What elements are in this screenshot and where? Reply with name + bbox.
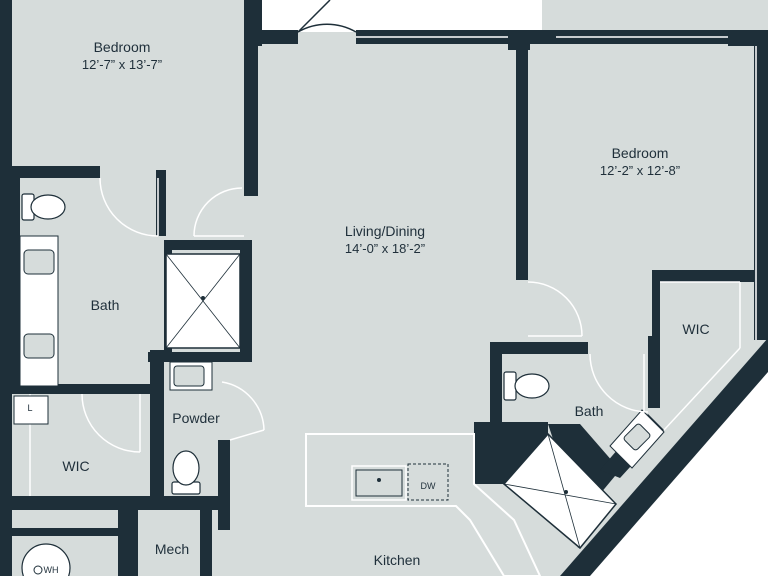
shower-2 [502, 432, 618, 550]
room-label-bedroom-2: Bedroom 12’-2” x 12’-8” [600, 144, 680, 180]
water-heater [21, 543, 71, 576]
toilet-icon [171, 450, 201, 495]
room-dimensions: 14’-0” x 18’-2” [344, 241, 426, 256]
room-label-powder: Powder [172, 409, 219, 427]
room-name: WIC [62, 458, 90, 474]
room-name: Bedroom [611, 145, 669, 161]
room-name: Kitchen [373, 552, 421, 568]
room-name: Bath [90, 297, 120, 313]
shower-1 [165, 253, 241, 349]
vanity-bath-1 [19, 235, 59, 387]
room-label-mech: Mech [155, 540, 189, 558]
laundry-box [13, 395, 49, 425]
room-dimensions: 12’-7” x 13’-7” [81, 57, 163, 72]
room-name: Bath [574, 403, 604, 419]
room-label-kitchen: Kitchen [374, 551, 421, 569]
room-label-living: Living/Dining 14’-0” x 18’-2” [345, 222, 425, 258]
room-name: Powder [172, 410, 220, 426]
room-name: WIC [682, 321, 710, 337]
room-name: Bedroom [93, 39, 151, 55]
toilet-icon [503, 371, 550, 401]
room-dimensions: 12’-2” x 12’-8” [599, 163, 681, 178]
toilet-icon [21, 193, 66, 221]
water-heater-label: WH [43, 565, 59, 575]
room-label-bath-1: Bath [91, 296, 120, 314]
door-swings [81, 0, 649, 453]
kitchen-counter [305, 433, 542, 576]
laundry-label: L [27, 403, 33, 413]
dishwasher-label: DW [420, 481, 436, 491]
room-label-wic-1: WIC [62, 457, 89, 475]
room-name: Mech [154, 541, 190, 557]
room-label-bath-2: Bath [575, 402, 604, 420]
windows [356, 36, 757, 340]
vanity-bath-2 [609, 409, 665, 469]
room-label-wic-2: WIC [682, 320, 709, 338]
room-name: Living/Dining [344, 223, 426, 239]
vanity-powder [169, 361, 213, 391]
room-label-bedroom-1: Bedroom 12’-7” x 13’-7” [82, 38, 162, 74]
